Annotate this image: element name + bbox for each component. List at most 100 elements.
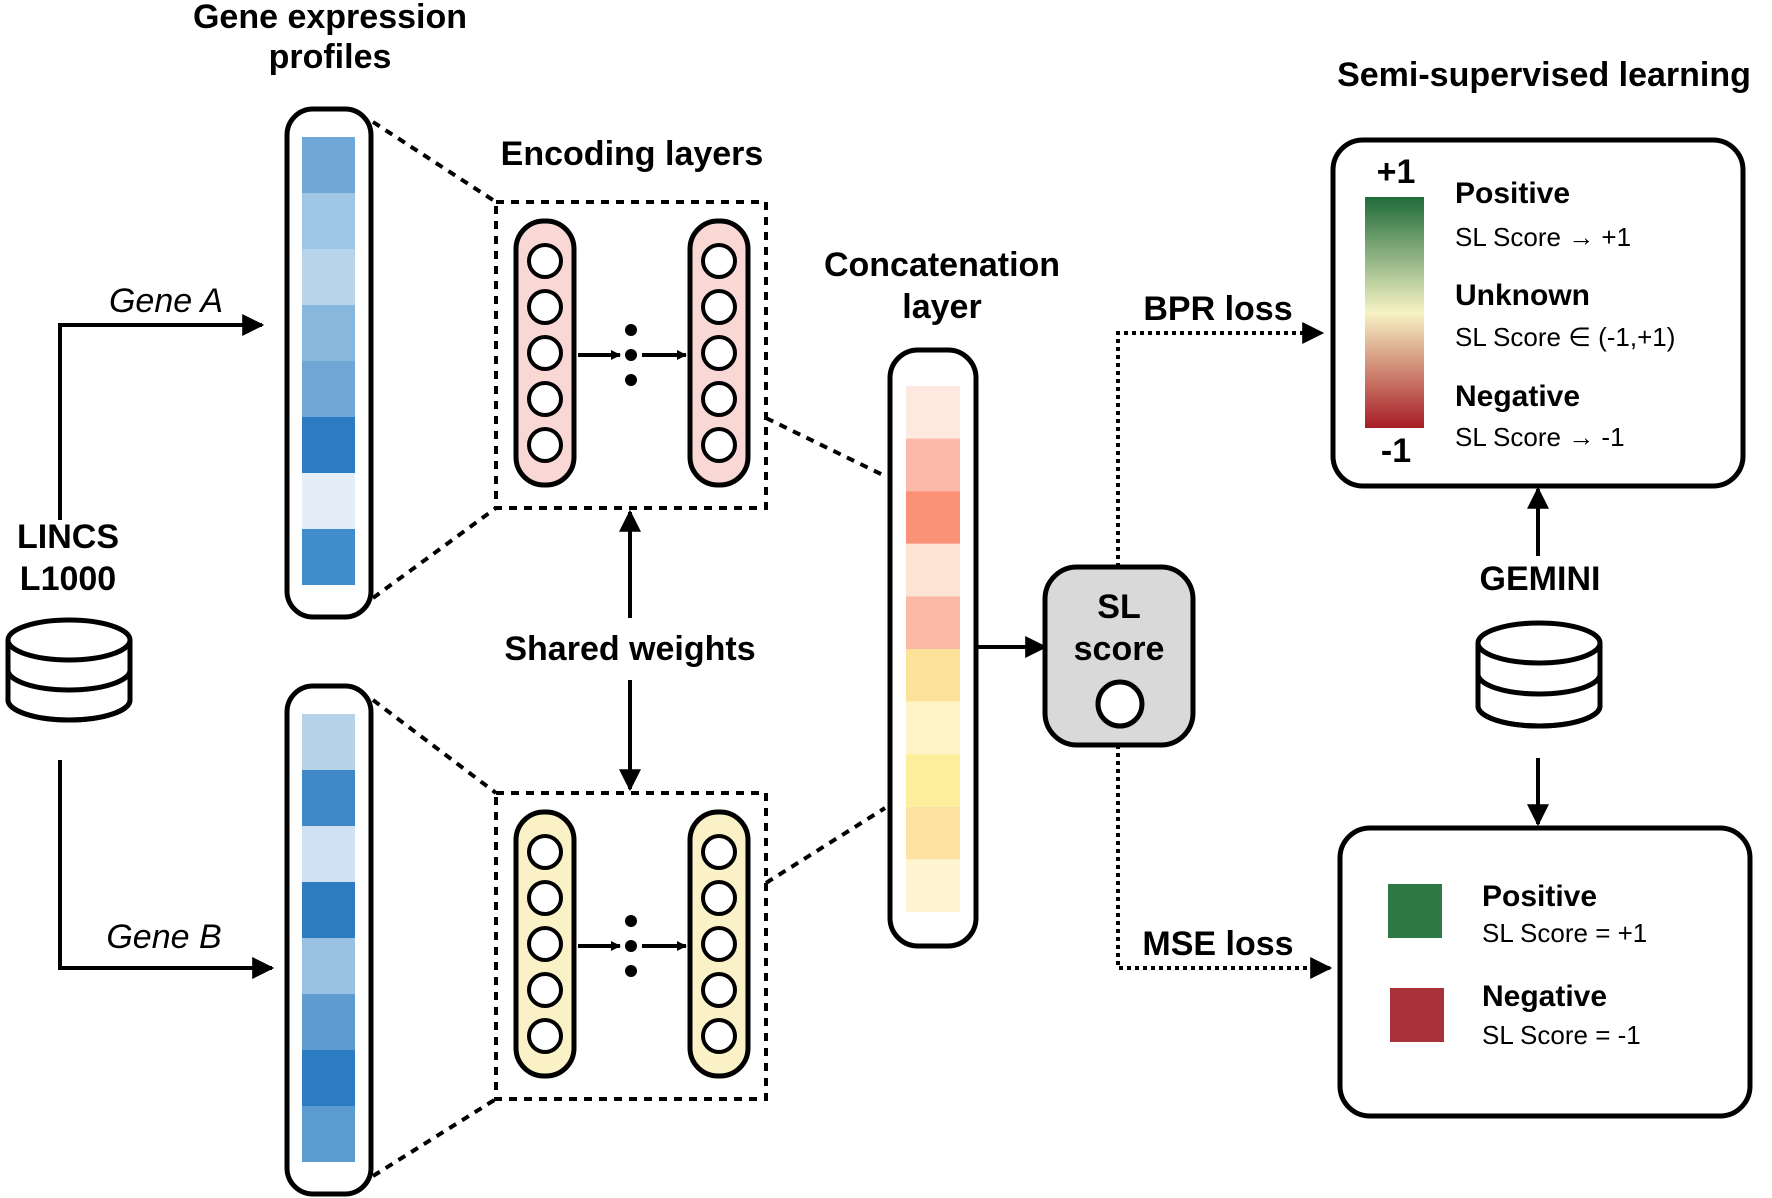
gene-a-expression-cell [302, 305, 355, 361]
semi-supervised-box [1330, 137, 1746, 489]
neuron-node [701, 880, 737, 916]
neuron-node [527, 335, 563, 371]
gene-a-arrow [58, 314, 265, 520]
lincs-label: LINCS [17, 518, 119, 556]
concatenation-cell [906, 859, 960, 912]
semi-positive-label: Positive [1455, 177, 1570, 210]
neuron-node [527, 880, 563, 916]
neuron-node [527, 289, 563, 325]
neuron-node [701, 427, 737, 463]
gene-b-expression-cell [302, 938, 355, 994]
encoder-top-frame [494, 200, 768, 510]
sl-score-label: SL [1097, 588, 1140, 626]
gene-a-expression-cell [302, 417, 355, 473]
concatenation-cell [906, 386, 960, 439]
gene-a-expression-cell [302, 249, 355, 305]
encoder-bottom-frame [494, 791, 768, 1101]
label-legend-box [1337, 825, 1753, 1119]
neuron-node [701, 243, 737, 279]
semi-positive-score: SL Score → +1 [1455, 222, 1631, 252]
gemini-database-icon [1475, 620, 1603, 729]
lincs-database-icon [5, 617, 133, 723]
shared-weights-label: Shared weights [504, 630, 755, 668]
projection-lines [371, 120, 887, 1178]
neuron-node [701, 926, 737, 962]
gene-a-expression-cell [302, 137, 355, 193]
neuron-node [701, 381, 737, 417]
neuron-node [527, 381, 563, 417]
ellipsis-dot [625, 324, 637, 336]
sl-score-gradient-bar [1365, 197, 1424, 428]
gene-b-expression-cell [302, 714, 355, 770]
gemini-label: GEMINI [1480, 560, 1601, 598]
gene-a-expression-cell [302, 361, 355, 417]
encoding-layers-title: Encoding layers [501, 135, 764, 173]
gene-b-expression-cell [302, 882, 355, 938]
concatenation-cell [906, 649, 960, 702]
gene-b-label: Gene B [106, 918, 221, 956]
neuron-node [527, 972, 563, 1008]
ellipsis-dot [625, 915, 637, 927]
positive-swatch [1388, 884, 1442, 938]
encoder-bottom-layers [513, 809, 751, 1079]
gene-b-expression-cell [302, 1050, 355, 1106]
gradient-minus-one: -1 [1381, 432, 1411, 470]
legend-positive-label: Positive [1482, 880, 1597, 913]
semi-unknown-label: Unknown [1455, 279, 1590, 312]
gene-a-label: Gene A [109, 282, 223, 320]
legend-negative-score: SL Score = -1 [1482, 1020, 1641, 1050]
gene-b-expression-cell [302, 994, 355, 1050]
encoder-top-layers [513, 218, 751, 488]
concatenation-cell [906, 543, 960, 597]
concatenation-layer-title: Concatenation [824, 246, 1060, 284]
gene-a-expression-cell [302, 193, 355, 249]
concatenation-cell [906, 596, 960, 649]
neuron-node [701, 834, 737, 870]
gene-b-profile-cells [302, 714, 355, 1162]
concatenation-cell [906, 806, 960, 860]
neuron-node [527, 427, 563, 463]
concatenation-layer-cells [906, 386, 960, 912]
neuron-node [527, 243, 563, 279]
ellipsis-dot [625, 940, 637, 952]
lincs-label-line2: L1000 [20, 560, 116, 598]
gene-expression-title: Gene expression [193, 0, 467, 36]
legend-negative-label: Negative [1482, 980, 1607, 1013]
legend-positive-score: SL Score = +1 [1482, 918, 1647, 948]
concatenation-cell [906, 754, 960, 807]
gene-a-expression-cell [302, 529, 355, 585]
gene-a-profile-cells [302, 137, 355, 585]
concatenation-cell [906, 438, 960, 492]
negative-swatch [1390, 988, 1444, 1042]
concatenation-layer-title-line2: layer [902, 288, 981, 326]
neuron-node [701, 335, 737, 371]
gene-b-expression-cell [302, 1106, 355, 1162]
bpr-loss-arrow [1116, 322, 1325, 567]
semi-negative-label: Negative [1455, 380, 1580, 413]
sl-score-label-line2: score [1074, 630, 1165, 668]
bpr-loss-label: BPR loss [1143, 290, 1292, 328]
concatenation-cell [906, 701, 960, 755]
ellipsis-dot [625, 349, 637, 361]
neuron-node [527, 834, 563, 870]
semi-supervised-title: Semi-supervised learning [1337, 56, 1751, 94]
gene-b-expression-cell [302, 770, 355, 826]
semi-unknown-score: SL Score ∈ (-1,+1) [1455, 322, 1675, 352]
mse-loss-label: MSE loss [1142, 925, 1293, 963]
semi-negative-score: SL Score → -1 [1455, 422, 1625, 452]
concatenation-cell [906, 491, 960, 544]
gene-a-expression-cell [302, 473, 355, 529]
neuron-node [701, 972, 737, 1008]
gradient-plus-one: +1 [1377, 153, 1416, 191]
neuron-node [701, 1018, 737, 1054]
neuron-node [527, 926, 563, 962]
gene-b-expression-cell [302, 826, 355, 882]
ellipsis-dot [625, 374, 637, 386]
neuron-node [701, 289, 737, 325]
mse-loss-arrow [1116, 745, 1333, 979]
sl-score-output-circle [1095, 679, 1145, 729]
gene-expression-title-line2: profiles [269, 38, 392, 76]
neuron-node [527, 1018, 563, 1054]
gene-b-arrow [58, 760, 275, 979]
